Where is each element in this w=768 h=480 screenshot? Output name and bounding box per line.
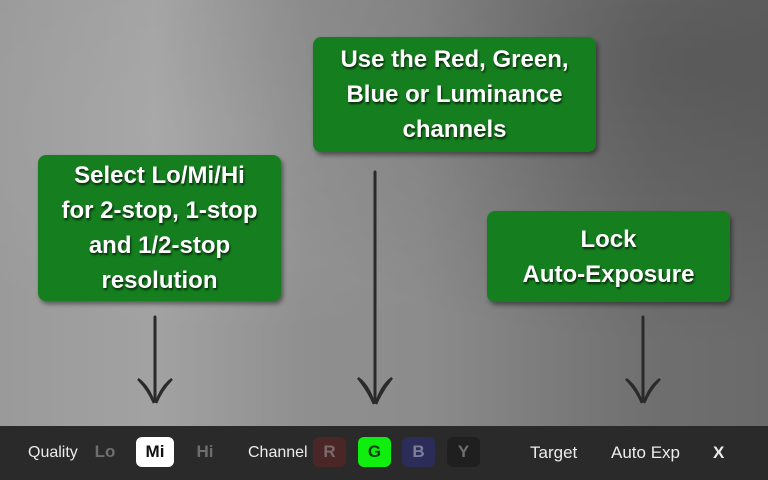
close-button[interactable]: X: [713, 443, 725, 462]
channel-y-button[interactable]: Y: [447, 437, 480, 467]
channel-callout: Use the Red, Green, Blue or Luminance ch…: [313, 37, 596, 152]
channel-r-button[interactable]: R: [313, 437, 346, 467]
quality-lo-button[interactable]: Lo: [94, 442, 116, 461]
callout-line: Use the Red, Green,: [340, 46, 569, 73]
channel-g-button[interactable]: G: [358, 437, 391, 467]
target-button[interactable]: Target: [530, 443, 578, 462]
lock-callout: Lock Auto-Exposure: [487, 211, 730, 302]
quality-callout: Select Lo/Mi/Hi for 2-stop, 1-stop and 1…: [38, 155, 281, 301]
callout-line: channels: [402, 116, 507, 143]
callout-line: Select Lo/Mi/Hi: [74, 162, 245, 189]
channel-label: Channel: [248, 444, 308, 461]
arrow-down-icon: [137, 315, 173, 404]
arrow-down-icon: [625, 315, 661, 404]
bottom-toolbar: Quality Lo Mi Hi Channel R G B Y Target …: [0, 426, 768, 480]
callout-line: and 1/2-stop: [88, 232, 231, 259]
quality-mi-button[interactable]: Mi: [136, 437, 174, 467]
channel-b-button[interactable]: B: [402, 437, 435, 467]
callout-line: Blue or Luminance: [346, 81, 563, 108]
quality-hi-button[interactable]: Hi: [196, 442, 214, 461]
callout-line: Lock: [580, 225, 637, 253]
auto-exp-button[interactable]: Auto Exp: [611, 443, 680, 462]
callout-line: resolution: [101, 267, 218, 294]
arrow-down-icon: [357, 170, 393, 405]
callout-line: Auto-Exposure: [522, 260, 695, 288]
quality-label: Quality: [28, 444, 78, 461]
callout-line: for 2-stop, 1-stop: [61, 197, 258, 224]
